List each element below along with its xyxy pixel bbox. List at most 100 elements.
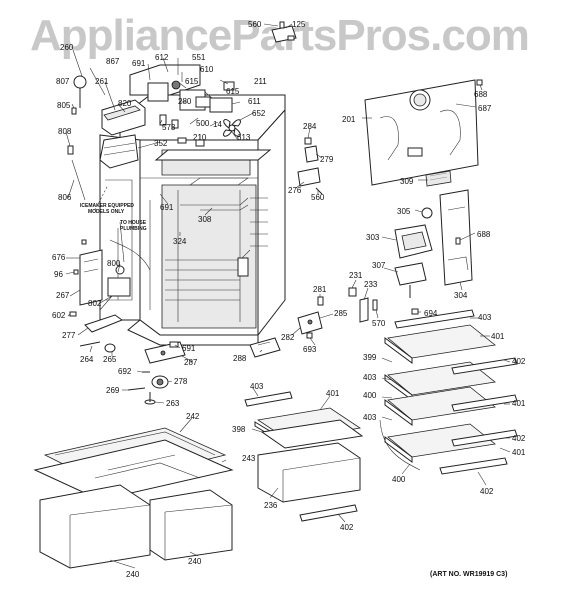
- crisper-drawer-assembly: [33, 427, 234, 569]
- part-label-403-d: 403: [363, 413, 377, 422]
- part-label-242: 242: [186, 412, 200, 421]
- part-label-307: 307: [372, 261, 386, 270]
- part-label-403: 403: [478, 313, 492, 322]
- part-label-403-c: 403: [363, 373, 377, 382]
- icemaker-note-line2: MODELS ONLY: [88, 209, 125, 215]
- part-label-287: 287: [184, 358, 198, 367]
- part-label-263: 263: [166, 399, 180, 408]
- part-label-96: 96: [54, 270, 63, 279]
- part-label-278: 278: [174, 377, 188, 386]
- part-label-260: 260: [60, 43, 74, 52]
- part-label-688: 688: [474, 90, 488, 99]
- part-label-402-c: 402: [480, 487, 494, 496]
- part-label-800: 800: [107, 259, 121, 268]
- part-label-401-b: 401: [326, 389, 340, 398]
- part-label-231: 231: [349, 271, 363, 280]
- part-label-806: 806: [58, 193, 72, 202]
- part-label-240-b: 240: [188, 557, 202, 566]
- part-label-267: 267: [56, 291, 70, 300]
- part-label-401-c: 401: [512, 399, 526, 408]
- refrigerator-cabinet: [99, 94, 286, 346]
- part-label-802: 802: [88, 299, 102, 308]
- part-label-613: 613: [237, 133, 251, 142]
- part-label-304: 304: [454, 291, 468, 300]
- part-label-612: 612: [155, 53, 169, 62]
- part-label-867: 867: [106, 57, 120, 66]
- part-label-560: 560: [248, 20, 262, 29]
- part-label-233: 233: [364, 280, 378, 289]
- part-label-615: 615: [185, 77, 199, 86]
- part-label-305: 305: [397, 207, 411, 216]
- part-label-210: 210: [193, 133, 207, 142]
- leader-lines: [65, 23, 511, 569]
- part-label-265: 265: [103, 355, 117, 364]
- part-label-602: 602: [52, 311, 66, 320]
- part-label-687: 687: [478, 104, 492, 113]
- part-label-308: 308: [198, 215, 212, 224]
- part-label-211: 211: [254, 77, 267, 86]
- part-label-805: 805: [57, 101, 71, 110]
- part-label-808: 808: [58, 127, 72, 136]
- part-label-570: 570: [372, 319, 386, 328]
- part-label-400-b: 400: [392, 475, 406, 484]
- part-label-403-b: 403: [250, 382, 264, 391]
- part-label-288: 288: [233, 354, 247, 363]
- part-label-243: 243: [242, 454, 256, 463]
- part-label-691: 691: [132, 59, 146, 68]
- part-label-282: 282: [281, 333, 295, 342]
- part-label-269: 269: [106, 386, 120, 395]
- water-valve-assembly: [69, 221, 131, 318]
- fresh-food-shelves: [379, 309, 518, 475]
- part-label-688-b: 688: [477, 230, 491, 239]
- part-label-401: 401: [491, 332, 505, 341]
- part-label-236: 236: [264, 501, 278, 510]
- part-label-693: 693: [303, 345, 317, 354]
- evaporator-cover-panel: [364, 79, 479, 187]
- part-label-324: 324: [173, 237, 187, 246]
- part-labels: 560 125 260 867 807 691 612 551 610 261 …: [52, 20, 526, 579]
- art-number: (ART NO. WR19919 C3): [430, 571, 507, 578]
- part-label-402-d: 402: [340, 523, 354, 532]
- plumbing-note-line2: PLUMBING: [120, 226, 147, 232]
- part-label-279: 279: [320, 155, 334, 164]
- part-label-264: 264: [80, 355, 94, 364]
- part-label-352: 352: [154, 139, 168, 148]
- icemaker-note-line1: ICEMAKER EQUIPPED: [80, 203, 134, 209]
- part-label-560-b: 560: [311, 193, 325, 202]
- part-label-573: 573: [162, 123, 176, 132]
- part-label-691-c: 691: [182, 344, 196, 353]
- part-label-615-b: 615: [226, 87, 240, 96]
- lower-cabinet-parts: [79, 287, 419, 405]
- air-duct-assembly: [394, 189, 473, 298]
- part-label-276: 276: [288, 186, 302, 195]
- part-label-610: 610: [200, 65, 214, 74]
- part-label-400: 400: [363, 391, 377, 400]
- part-label-402-b: 402: [512, 434, 526, 443]
- part-label-676: 676: [52, 253, 66, 262]
- upper-hinge-parts: [271, 21, 483, 195]
- plumbing-note-line1: TO HOUSE: [120, 220, 147, 226]
- part-label-398: 398: [232, 425, 246, 434]
- part-label-303: 303: [366, 233, 380, 242]
- part-label-692: 692: [118, 367, 132, 376]
- part-label-14: 14: [213, 120, 222, 129]
- part-label-500: 500: [196, 119, 210, 128]
- part-label-652: 652: [252, 109, 266, 118]
- part-label-201: 201: [342, 115, 356, 124]
- part-label-694: 694: [424, 309, 438, 318]
- part-label-309: 309: [400, 177, 414, 186]
- icemaker-assembly: [67, 75, 146, 201]
- part-label-611: 611: [248, 97, 261, 106]
- part-label-284: 284: [303, 122, 317, 131]
- part-label-261: 261: [95, 77, 109, 86]
- part-label-280: 280: [178, 97, 192, 106]
- part-label-399: 399: [363, 353, 377, 362]
- part-label-240: 240: [126, 570, 140, 579]
- part-label-277: 277: [62, 331, 76, 340]
- part-label-125: 125: [292, 20, 306, 29]
- part-label-285: 285: [334, 309, 348, 318]
- part-label-402: 402: [512, 357, 526, 366]
- control-fan-assembly: [129, 64, 241, 147]
- part-label-401-d: 401: [512, 448, 526, 457]
